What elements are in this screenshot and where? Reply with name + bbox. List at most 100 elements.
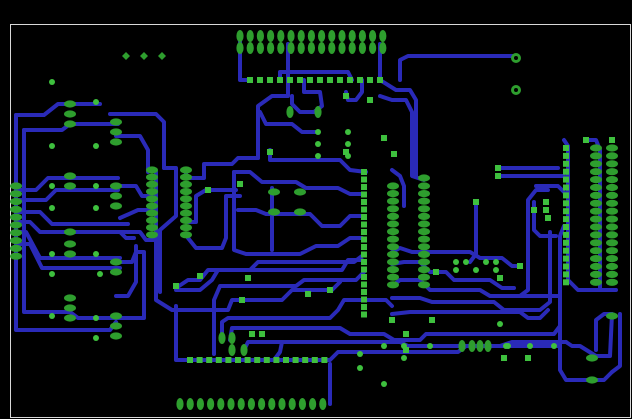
- via-icon: [307, 77, 313, 83]
- via-icon: [483, 259, 489, 265]
- pad-icon: [379, 30, 387, 42]
- via-icon: [391, 151, 397, 157]
- pad-icon: [287, 42, 295, 54]
- via-icon: [361, 311, 367, 318]
- pad-icon: [64, 294, 76, 302]
- via-icon: [302, 357, 309, 363]
- via-icon: [473, 199, 479, 205]
- pad-icon: [606, 168, 618, 176]
- via-icon: [245, 275, 251, 281]
- pad-icon: [288, 398, 296, 410]
- pad-icon: [196, 398, 204, 410]
- trace: [14, 102, 102, 117]
- trace: [114, 134, 150, 174]
- pad-icon: [246, 42, 254, 54]
- via-icon: [381, 343, 387, 349]
- pad-icon: [240, 344, 248, 356]
- via-icon: [357, 365, 363, 371]
- via-icon: [49, 313, 55, 319]
- via-icon: [495, 165, 501, 171]
- pad-icon: [387, 228, 399, 236]
- trace: [236, 208, 364, 228]
- pad-icon: [328, 42, 336, 54]
- pad-icon: [358, 42, 366, 54]
- trace: [390, 168, 406, 208]
- trace: [174, 258, 364, 292]
- via-icon: [337, 77, 343, 83]
- pad-icon: [387, 266, 399, 274]
- pad-icon: [590, 255, 602, 263]
- via-icon: [527, 343, 533, 349]
- pad-icon: [64, 172, 76, 180]
- pad-icon: [180, 202, 192, 210]
- trace: [220, 298, 394, 340]
- pad-icon: [387, 190, 399, 198]
- via-icon: [505, 343, 511, 349]
- via-icon: [215, 357, 222, 363]
- via-icon: [49, 143, 55, 149]
- pad-icon: [110, 192, 122, 200]
- pad-icon: [590, 239, 602, 247]
- via-icon: [311, 357, 318, 363]
- pad-icon: [606, 247, 618, 255]
- via-icon: [197, 273, 203, 279]
- via-icon: [93, 143, 99, 149]
- pad-icon: [590, 215, 602, 223]
- pad-icon: [387, 205, 399, 213]
- trace: [258, 110, 318, 134]
- via-icon: [583, 137, 589, 143]
- pad-icon: [10, 205, 22, 213]
- via-icon: [361, 184, 367, 190]
- trace: [390, 308, 550, 320]
- via-icon: [254, 357, 261, 363]
- pad-icon: [277, 30, 285, 42]
- pad-icon: [180, 195, 192, 203]
- via-icon: [345, 141, 351, 147]
- pad-icon: [10, 213, 22, 221]
- pad-icon: [418, 205, 430, 213]
- via-icon: [545, 215, 551, 221]
- pad-icon: [10, 244, 22, 252]
- via-icon: [367, 77, 373, 83]
- pad-icon: [146, 166, 158, 174]
- pad-icon: [256, 42, 264, 54]
- pad-icon: [217, 398, 225, 410]
- pad-icon: [247, 398, 255, 410]
- pad-icon: [387, 281, 399, 289]
- trace: [158, 166, 178, 294]
- pad-icon: [180, 224, 192, 232]
- via-icon: [495, 173, 501, 179]
- pad-icon: [10, 190, 22, 198]
- via-icon: [273, 357, 280, 363]
- pad-icon: [418, 235, 430, 243]
- trace: [398, 54, 518, 82]
- trace: [558, 310, 614, 382]
- pad-icon: [606, 144, 618, 152]
- pad-icon: [369, 30, 377, 42]
- via-icon: [321, 357, 328, 363]
- pad-icon: [606, 262, 618, 271]
- via-icon: [493, 267, 499, 273]
- pad-icon: [277, 42, 285, 54]
- via-icon: [361, 304, 367, 310]
- via-icon: [263, 357, 270, 363]
- via-icon: [367, 97, 373, 103]
- pad-icon: [418, 190, 430, 198]
- via-icon: [497, 321, 503, 327]
- pad-icon: [387, 220, 399, 228]
- pad-icon: [606, 239, 618, 247]
- pad-icon: [110, 128, 122, 136]
- pad-icon: [236, 42, 244, 54]
- via-icon: [433, 269, 439, 275]
- via-icon: [563, 279, 569, 286]
- pad-icon: [146, 224, 158, 232]
- pad-icon: [146, 209, 158, 217]
- trace: [186, 188, 238, 224]
- pad-icon: [590, 160, 602, 168]
- pad-icon: [418, 228, 430, 236]
- via-icon: [93, 99, 99, 105]
- pad-icon: [10, 252, 22, 260]
- via-icon: [497, 275, 503, 281]
- trace: [14, 176, 120, 192]
- pad-icon: [606, 223, 618, 231]
